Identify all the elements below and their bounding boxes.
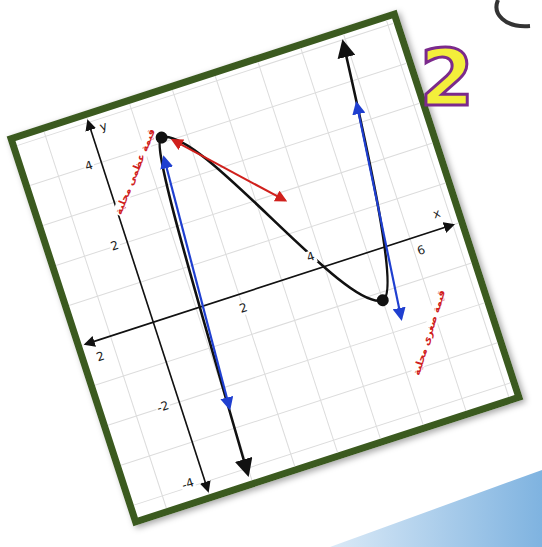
min-point (375, 293, 390, 308)
tick-number: 2 (108, 239, 121, 255)
grid-line (30, 63, 407, 185)
grid-line (17, 23, 394, 145)
grid-line (258, 62, 380, 439)
grid-line (301, 48, 423, 425)
tangent-arrow (150, 158, 244, 408)
grid-line (56, 143, 433, 265)
tick-number: -4 (179, 476, 196, 493)
cubic-curve (130, 43, 460, 474)
tangent-arrow (173, 113, 285, 228)
axis-label: y (97, 119, 110, 134)
y-axis (88, 122, 208, 491)
min-label: قيمة صغرى محلية (410, 288, 447, 378)
partial-shape (497, 0, 530, 26)
blue-band (330, 470, 542, 547)
grid-line (44, 132, 166, 509)
grid-line (43, 103, 420, 225)
grid-line (121, 343, 498, 465)
tick-number: 2 (94, 349, 107, 365)
axis-label: x (430, 207, 443, 222)
max-label: قيمة عظمى محلية (112, 126, 157, 217)
grid-line (95, 263, 472, 385)
grid-line (134, 383, 511, 505)
slide-number: 2 (420, 39, 474, 117)
grid (16, 19, 515, 518)
tick-number: 6 (415, 243, 428, 259)
grid-line (386, 20, 508, 397)
grid-line (87, 118, 209, 495)
tangent-arrow (334, 104, 424, 319)
tick-number: -2 (154, 399, 171, 416)
tick-number: 4 (82, 159, 95, 175)
grid-line (82, 223, 459, 345)
tick-number: 2 (237, 301, 250, 317)
tick-number: 4 (304, 250, 317, 266)
